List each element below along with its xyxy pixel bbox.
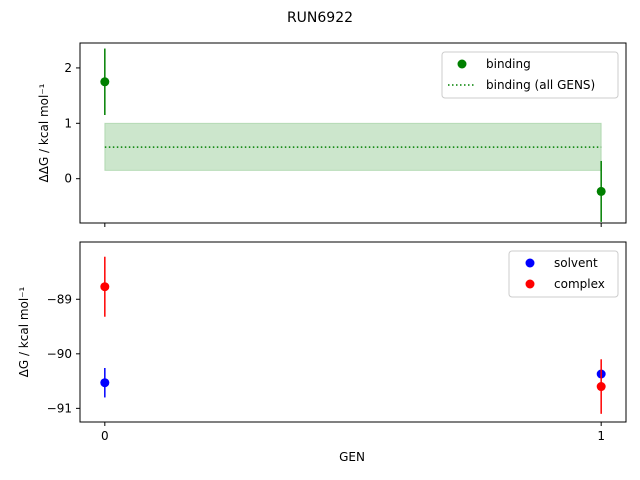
point-complex [100,282,110,292]
legend-label-binding: binding [486,57,531,71]
ytick-label: 1 [64,116,72,130]
figure-title: RUN6922 [287,10,353,26]
ytick-label: −90 [47,347,72,361]
top-legend: binding binding (all GENS) [441,51,619,99]
legend-label-binding-all-gens: binding (all GENS) [486,78,595,92]
legend-label-solvent: solvent [554,256,598,270]
point-solvent [100,378,110,388]
xtick-label: 0 [101,429,109,443]
bottom-legend-box [508,250,619,298]
ytick-label: −89 [47,292,72,306]
ytick-label: 2 [64,61,72,75]
legend-marker-complex [525,279,535,289]
bottom-panel-marks: −89 −90 −91 0 1 [47,256,606,443]
bottom-ylabel: ΔG / kcal mol⁻¹ [17,286,31,377]
top-panel: 2 1 0 ΔΔG / kcal mol⁻¹ binding binding (al… [37,42,627,227]
ytick-label: −91 [47,401,72,415]
bottom-axes-frame [79,241,627,423]
legend-marker-solvent [525,258,535,268]
top-ylabel: ΔΔG / kcal mol⁻¹ [37,83,51,182]
top-legend-box [441,51,619,99]
point-complex [596,382,606,392]
x-axis-label: GEN [339,450,365,464]
xtick-label: 1 [597,429,605,443]
top-axes-frame [79,42,627,224]
bottom-panel: −89 −90 −91 0 1 ΔG / kcal mol⁻¹ GEN solvent … [17,241,627,464]
legend-marker-binding [457,59,467,69]
top-panel-marks: 2 1 0 [64,48,606,227]
point-binding [596,186,606,196]
bottom-legend: solvent complex [508,250,619,298]
legend-label-complex: complex [554,277,605,291]
ytick-label: 0 [64,172,72,186]
point-binding [100,77,110,87]
